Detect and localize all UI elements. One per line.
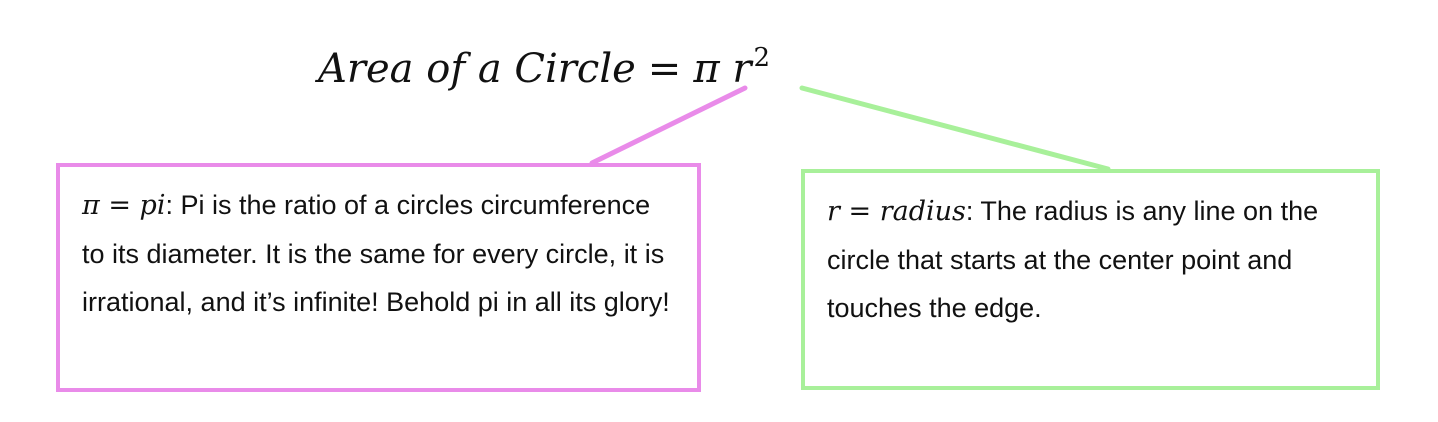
formula-r: r	[732, 46, 752, 92]
pi-connector-line	[589, 85, 748, 166]
formula-pi: π	[693, 46, 720, 92]
pi-separator: :	[165, 190, 173, 220]
formula-equals: =	[647, 46, 682, 92]
pi-definition-box: π = pi: Pi is the ratio of a circles cir…	[56, 163, 701, 392]
radius-definition-box: r = radius: The radius is any line on th…	[801, 169, 1380, 390]
pi-term: π = pi	[82, 190, 166, 221]
radius-description: The radius is any line on the circle tha…	[827, 196, 1319, 323]
radius-term: r = radius	[827, 196, 966, 227]
radius-connector-line	[799, 85, 1111, 172]
radius-separator: :	[965, 196, 974, 226]
pi-description: Pi is the ratio of a circles circumferen…	[82, 190, 670, 317]
formula-exponent: 2	[753, 43, 770, 73]
formula-lhs: Area of a Circle	[318, 46, 636, 92]
area-formula: Area of a Circle=π r2	[318, 28, 770, 92]
